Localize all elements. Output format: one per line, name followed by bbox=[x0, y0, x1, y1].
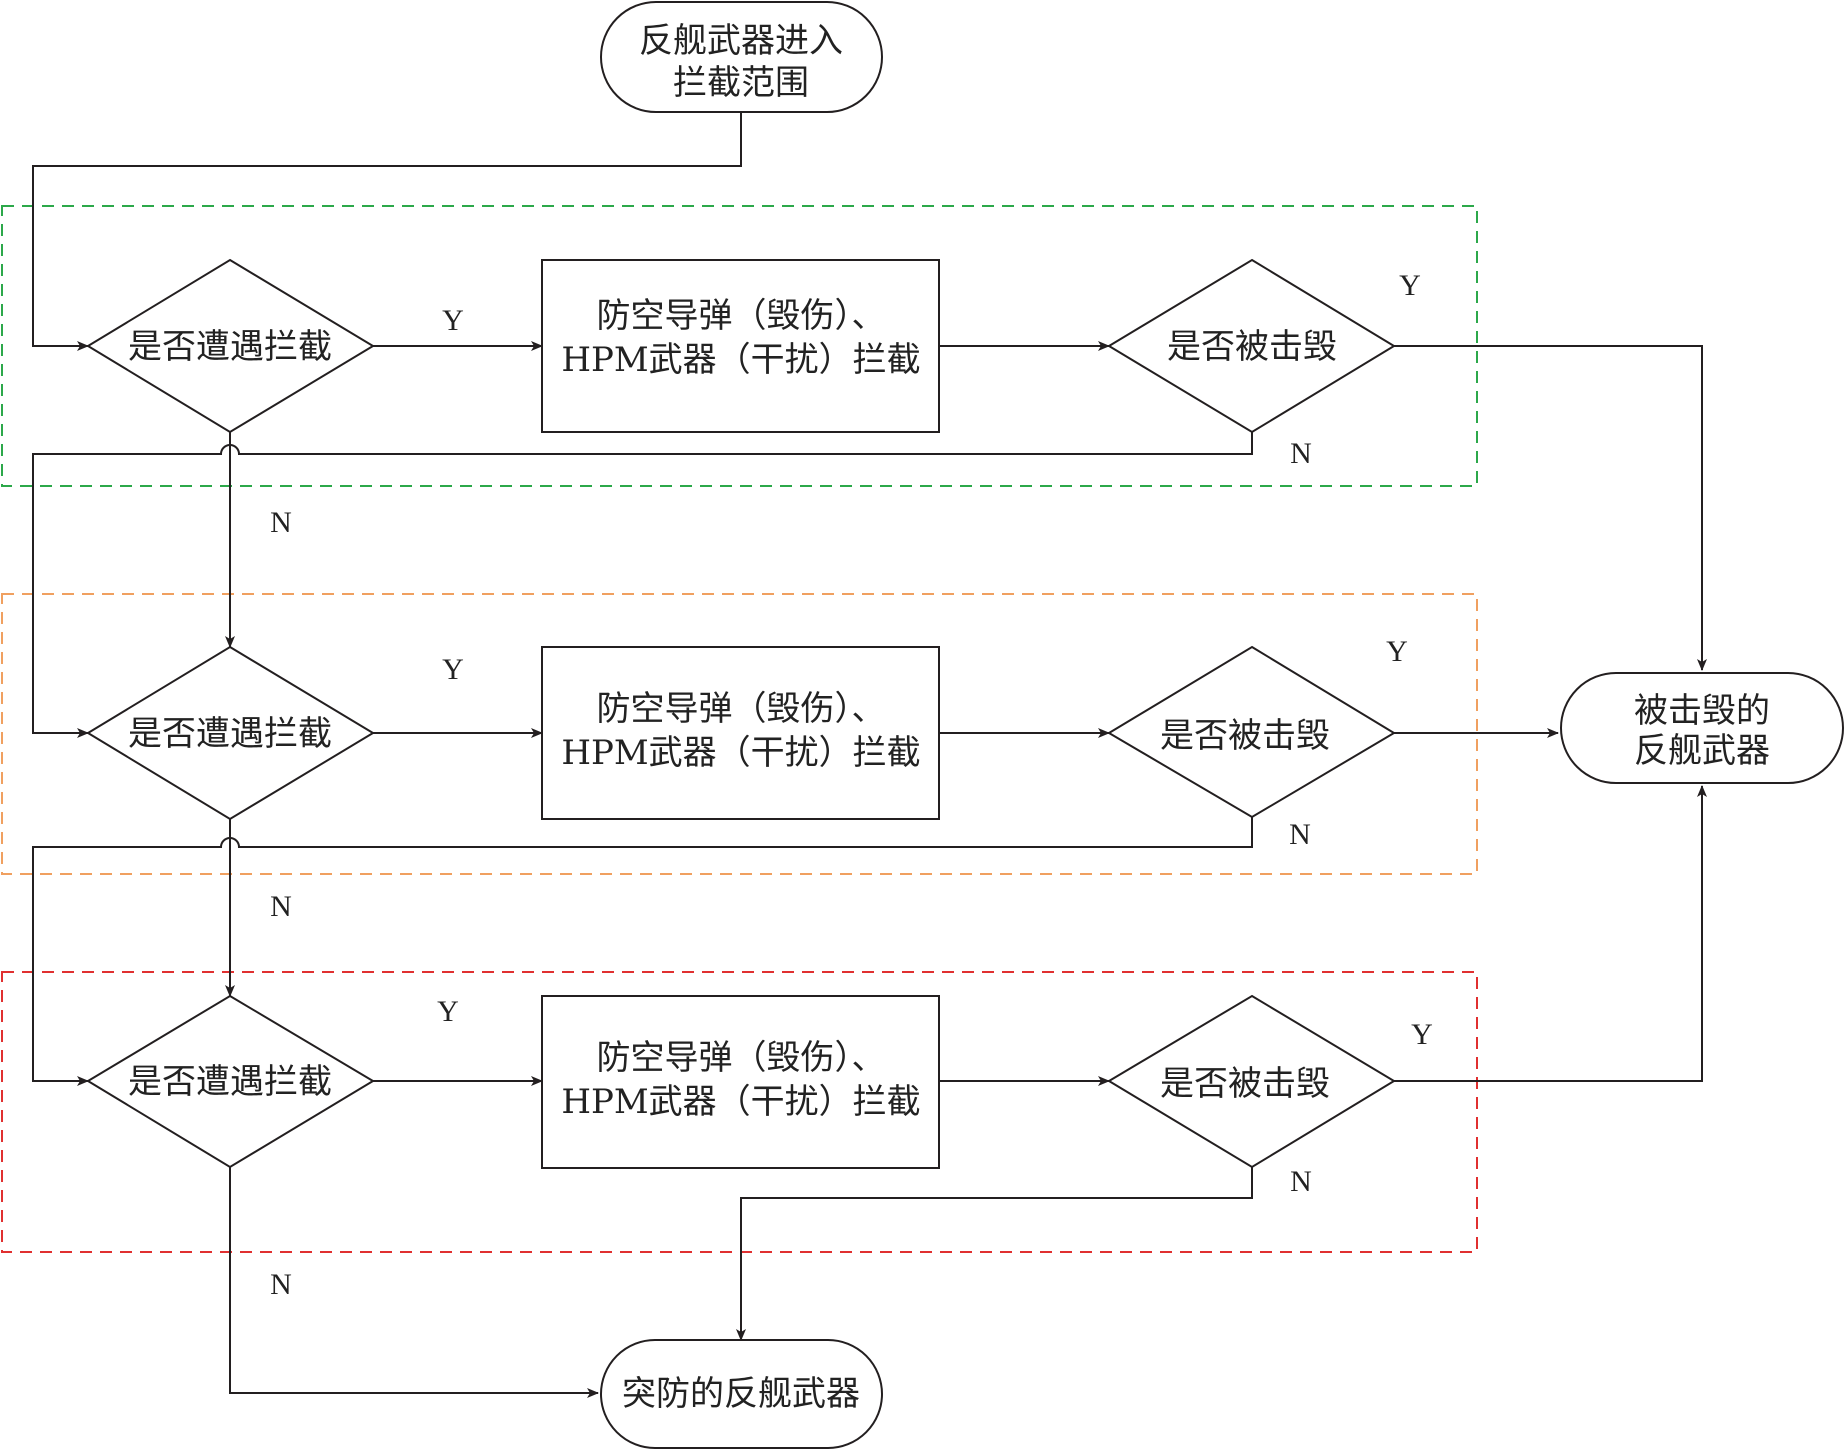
destroy-decision-3-label: 是否被击毁 bbox=[1160, 1064, 1330, 1104]
intercept-action-2-line-1: 防空导弹（毁伤）、 bbox=[597, 689, 886, 729]
intercept-action-2-line-2: HPM武器（干扰）拦截 bbox=[561, 733, 920, 773]
intercept-decision-2-label: 是否遭遇拦截 bbox=[128, 714, 332, 754]
destroy-decision-2 bbox=[1107, 645, 1396, 819]
destroy-3-yes-label: Y bbox=[1411, 1018, 1433, 1051]
destroy-decision-2-label: 是否被击毁 bbox=[1160, 716, 1330, 756]
destroyed-node-line-1: 被击毁的 bbox=[1634, 691, 1770, 731]
intercept-decision-3-label: 是否遭遇拦截 bbox=[128, 1062, 332, 1102]
destroyed-node bbox=[1560, 672, 1844, 784]
intercept-decision-2 bbox=[86, 645, 375, 821]
destroy-decision-3 bbox=[1107, 994, 1396, 1169]
zone-layer-3 bbox=[1, 971, 1478, 1253]
intercept-action-1 bbox=[541, 259, 940, 433]
start-node-line-1: 反舰武器进入 bbox=[639, 21, 843, 61]
start-node-line-2: 拦截范围 bbox=[673, 63, 809, 103]
intercept-action-1-line-1: 防空导弹（毁伤）、 bbox=[597, 296, 886, 336]
zone-layer-2 bbox=[1, 593, 1478, 875]
intercept-2-no-label: N bbox=[270, 890, 292, 923]
destroy-1-no-label: N bbox=[1290, 437, 1312, 470]
zone-layer-1 bbox=[1, 205, 1478, 487]
destroy-decision-1-label: 是否被击毁 bbox=[1167, 327, 1337, 367]
penetrated-node bbox=[600, 1339, 883, 1449]
edge-start-to-intercept-1 bbox=[32, 112, 742, 351]
start-node bbox=[600, 1, 883, 113]
edge-destroy-1-yes bbox=[1394, 345, 1707, 671]
destroy-2-no-label: N bbox=[1289, 818, 1311, 851]
edge-destroy-2-no bbox=[32, 817, 1253, 1086]
intercept-2-yes-label: Y bbox=[442, 653, 464, 686]
intercept-decision-3 bbox=[86, 994, 375, 1169]
edge-destroy-3-yes bbox=[1394, 785, 1707, 1082]
intercept-1-yes-label: Y bbox=[442, 304, 464, 337]
destroyed-node-line-2: 反舰武器 bbox=[1634, 731, 1770, 771]
intercept-1-no-label: N bbox=[270, 506, 292, 539]
intercept-3-yes-label: Y bbox=[437, 995, 459, 1028]
destroy-decision-1 bbox=[1107, 258, 1396, 434]
intercept-action-3-line-2: HPM武器（干扰）拦截 bbox=[561, 1082, 920, 1122]
intercept-action-2 bbox=[541, 646, 940, 820]
intercept-action-1-line-2: HPM武器（干扰）拦截 bbox=[561, 340, 920, 380]
penetrated-node-label: 突防的反舰武器 bbox=[622, 1374, 860, 1414]
edge-destroy-1-no bbox=[32, 432, 1253, 738]
intercept-3-no-label: N bbox=[270, 1268, 292, 1301]
intercept-action-3-line-1: 防空导弹（毁伤）、 bbox=[597, 1038, 886, 1078]
edge-intercept-3-no bbox=[229, 1167, 599, 1398]
destroy-1-yes-label: Y bbox=[1399, 269, 1421, 302]
intercept-decision-1 bbox=[86, 258, 375, 434]
destroy-3-no-label: N bbox=[1290, 1165, 1312, 1198]
intercept-decision-1-label: 是否遭遇拦截 bbox=[128, 327, 332, 367]
intercept-action-3 bbox=[541, 995, 940, 1169]
destroy-2-yes-label: Y bbox=[1386, 635, 1408, 668]
edge-destroy-3-no bbox=[736, 1167, 1253, 1341]
